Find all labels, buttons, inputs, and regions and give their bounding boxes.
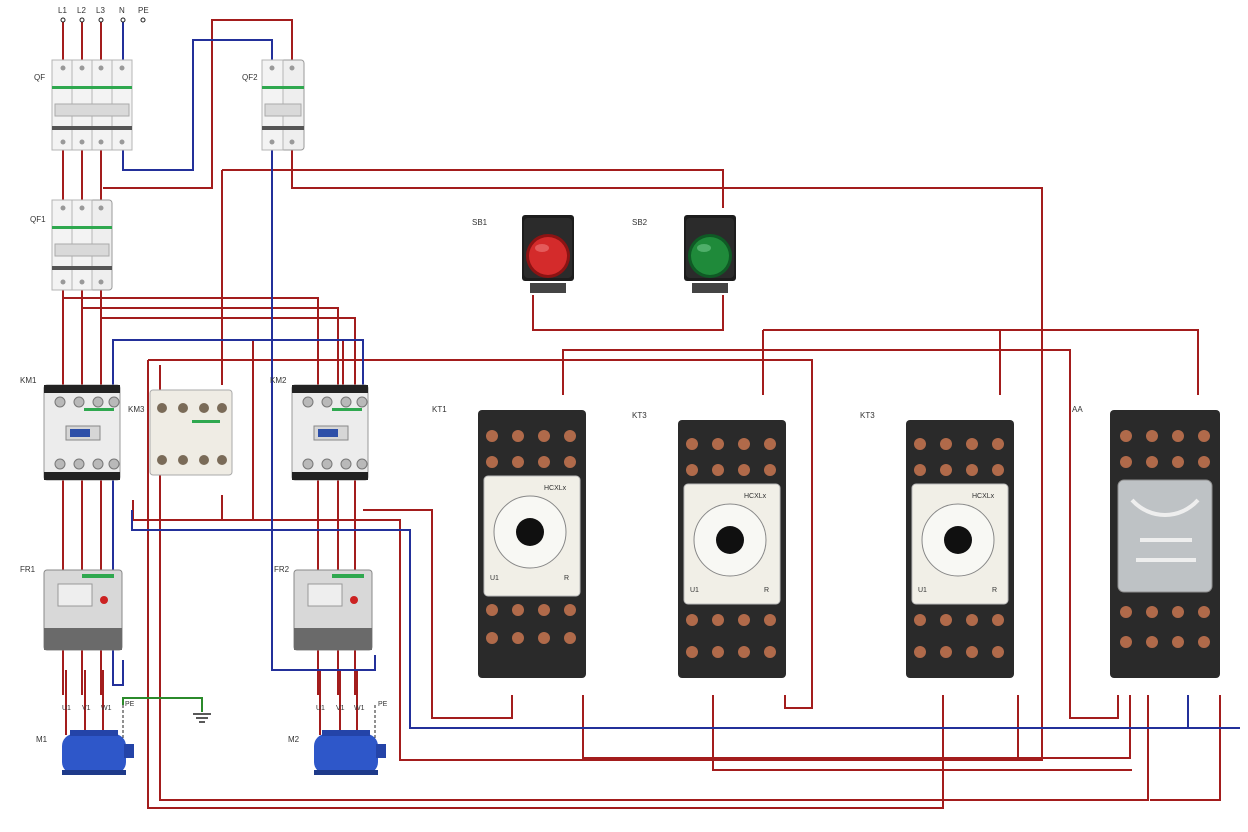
supply-terminals: L1 L2 L3 N PE (58, 6, 149, 23)
terminal-label-n: N (119, 6, 125, 15)
motor-m2: U1 V1 W1 PE M2 (288, 701, 388, 775)
breaker-qf[interactable]: QF (34, 59, 133, 151)
km3-label: KM3 (128, 405, 145, 414)
kt2-dial[interactable] (716, 526, 744, 554)
timer-kt1[interactable]: KT1 HCXLx U1 R (432, 405, 586, 678)
breaker-qf2[interactable]: QF2 (242, 59, 305, 151)
terminal-label-l1: L1 (58, 6, 67, 15)
green-button-cap[interactable] (691, 237, 729, 275)
kt1-model: HCXLx (544, 485, 567, 492)
sb2-label: SB2 (632, 218, 648, 227)
terminal-l1 (60, 17, 66, 23)
timer-kt3[interactable]: KT3 HCXLx U1 R (860, 411, 1014, 678)
kt1-label: KT1 (432, 405, 447, 414)
terminal-label-l2: L2 (77, 6, 86, 15)
terminal-pe (140, 17, 146, 23)
kt2-model: HCXLx (744, 493, 767, 500)
breaker-qf1-label: QF1 (30, 215, 46, 224)
m1-terminal-v1: V1 (82, 705, 91, 712)
breaker-qf-label: QF (34, 73, 45, 82)
m2-label: M2 (288, 735, 300, 744)
km1-label: KM1 (20, 376, 37, 385)
terminal-label-pe: PE (138, 6, 149, 15)
m2-terminal-u1: U1 (316, 705, 325, 712)
kt1-dial-right: R (564, 575, 569, 582)
relay-aa[interactable]: AA (1072, 405, 1220, 678)
m2-terminal-pe: PE (378, 701, 388, 708)
kt3-label: KT3 (860, 411, 875, 420)
sb1-label: SB1 (472, 218, 488, 227)
kt2-dial-left: U1 (690, 587, 699, 594)
contactor-km3[interactable]: KM3 (128, 389, 233, 476)
kt1-dial-left: U1 (490, 575, 499, 582)
stop-button-sb1[interactable]: SB1 (472, 215, 574, 293)
terminal-label-l3: L3 (96, 6, 105, 15)
earth-wires (122, 697, 376, 738)
kt2-dial-right: R (764, 587, 769, 594)
breaker-qf2-label: QF2 (242, 73, 258, 82)
m1-terminal-w1: W1 (101, 705, 112, 712)
red-wires (62, 19, 1221, 809)
start-button-sb2[interactable]: SB2 (632, 215, 736, 293)
relay-label: AA (1072, 405, 1083, 414)
kt3-dial-left: U1 (918, 587, 927, 594)
m1-terminal-u1: U1 (62, 705, 71, 712)
km2-label: KM2 (270, 376, 287, 385)
contactor-km1[interactable]: KM1 (20, 376, 121, 481)
motor-m1: U1 V1 W1 PE M1 (36, 701, 135, 775)
kt1-dial[interactable] (516, 518, 544, 546)
timer-kt2[interactable]: KT3 HCXLx U1 R (632, 411, 786, 678)
contactor-km2[interactable]: KM2 (270, 376, 369, 481)
fr2-label: FR2 (274, 565, 290, 574)
fr1-label: FR1 (20, 565, 36, 574)
breaker-qf1[interactable]: QF1 (30, 199, 113, 291)
kt3-model: HCXLx (972, 493, 995, 500)
terminal-n (120, 17, 126, 23)
kt3-dial-right: R (992, 587, 997, 594)
m1-terminal-pe: PE (125, 701, 135, 708)
kt2-label: KT3 (632, 411, 647, 420)
overload-fr2[interactable]: FR2 (274, 565, 373, 651)
m1-label: M1 (36, 735, 48, 744)
m2-terminal-v1: V1 (336, 705, 345, 712)
overload-fr1[interactable]: FR1 (20, 565, 123, 651)
blue-wires (112, 20, 1240, 729)
kt3-dial[interactable] (944, 526, 972, 554)
m2-terminal-w1: W1 (354, 705, 365, 712)
red-button-cap[interactable] (529, 237, 567, 275)
terminal-l3 (98, 17, 104, 23)
terminal-l2 (79, 17, 85, 23)
